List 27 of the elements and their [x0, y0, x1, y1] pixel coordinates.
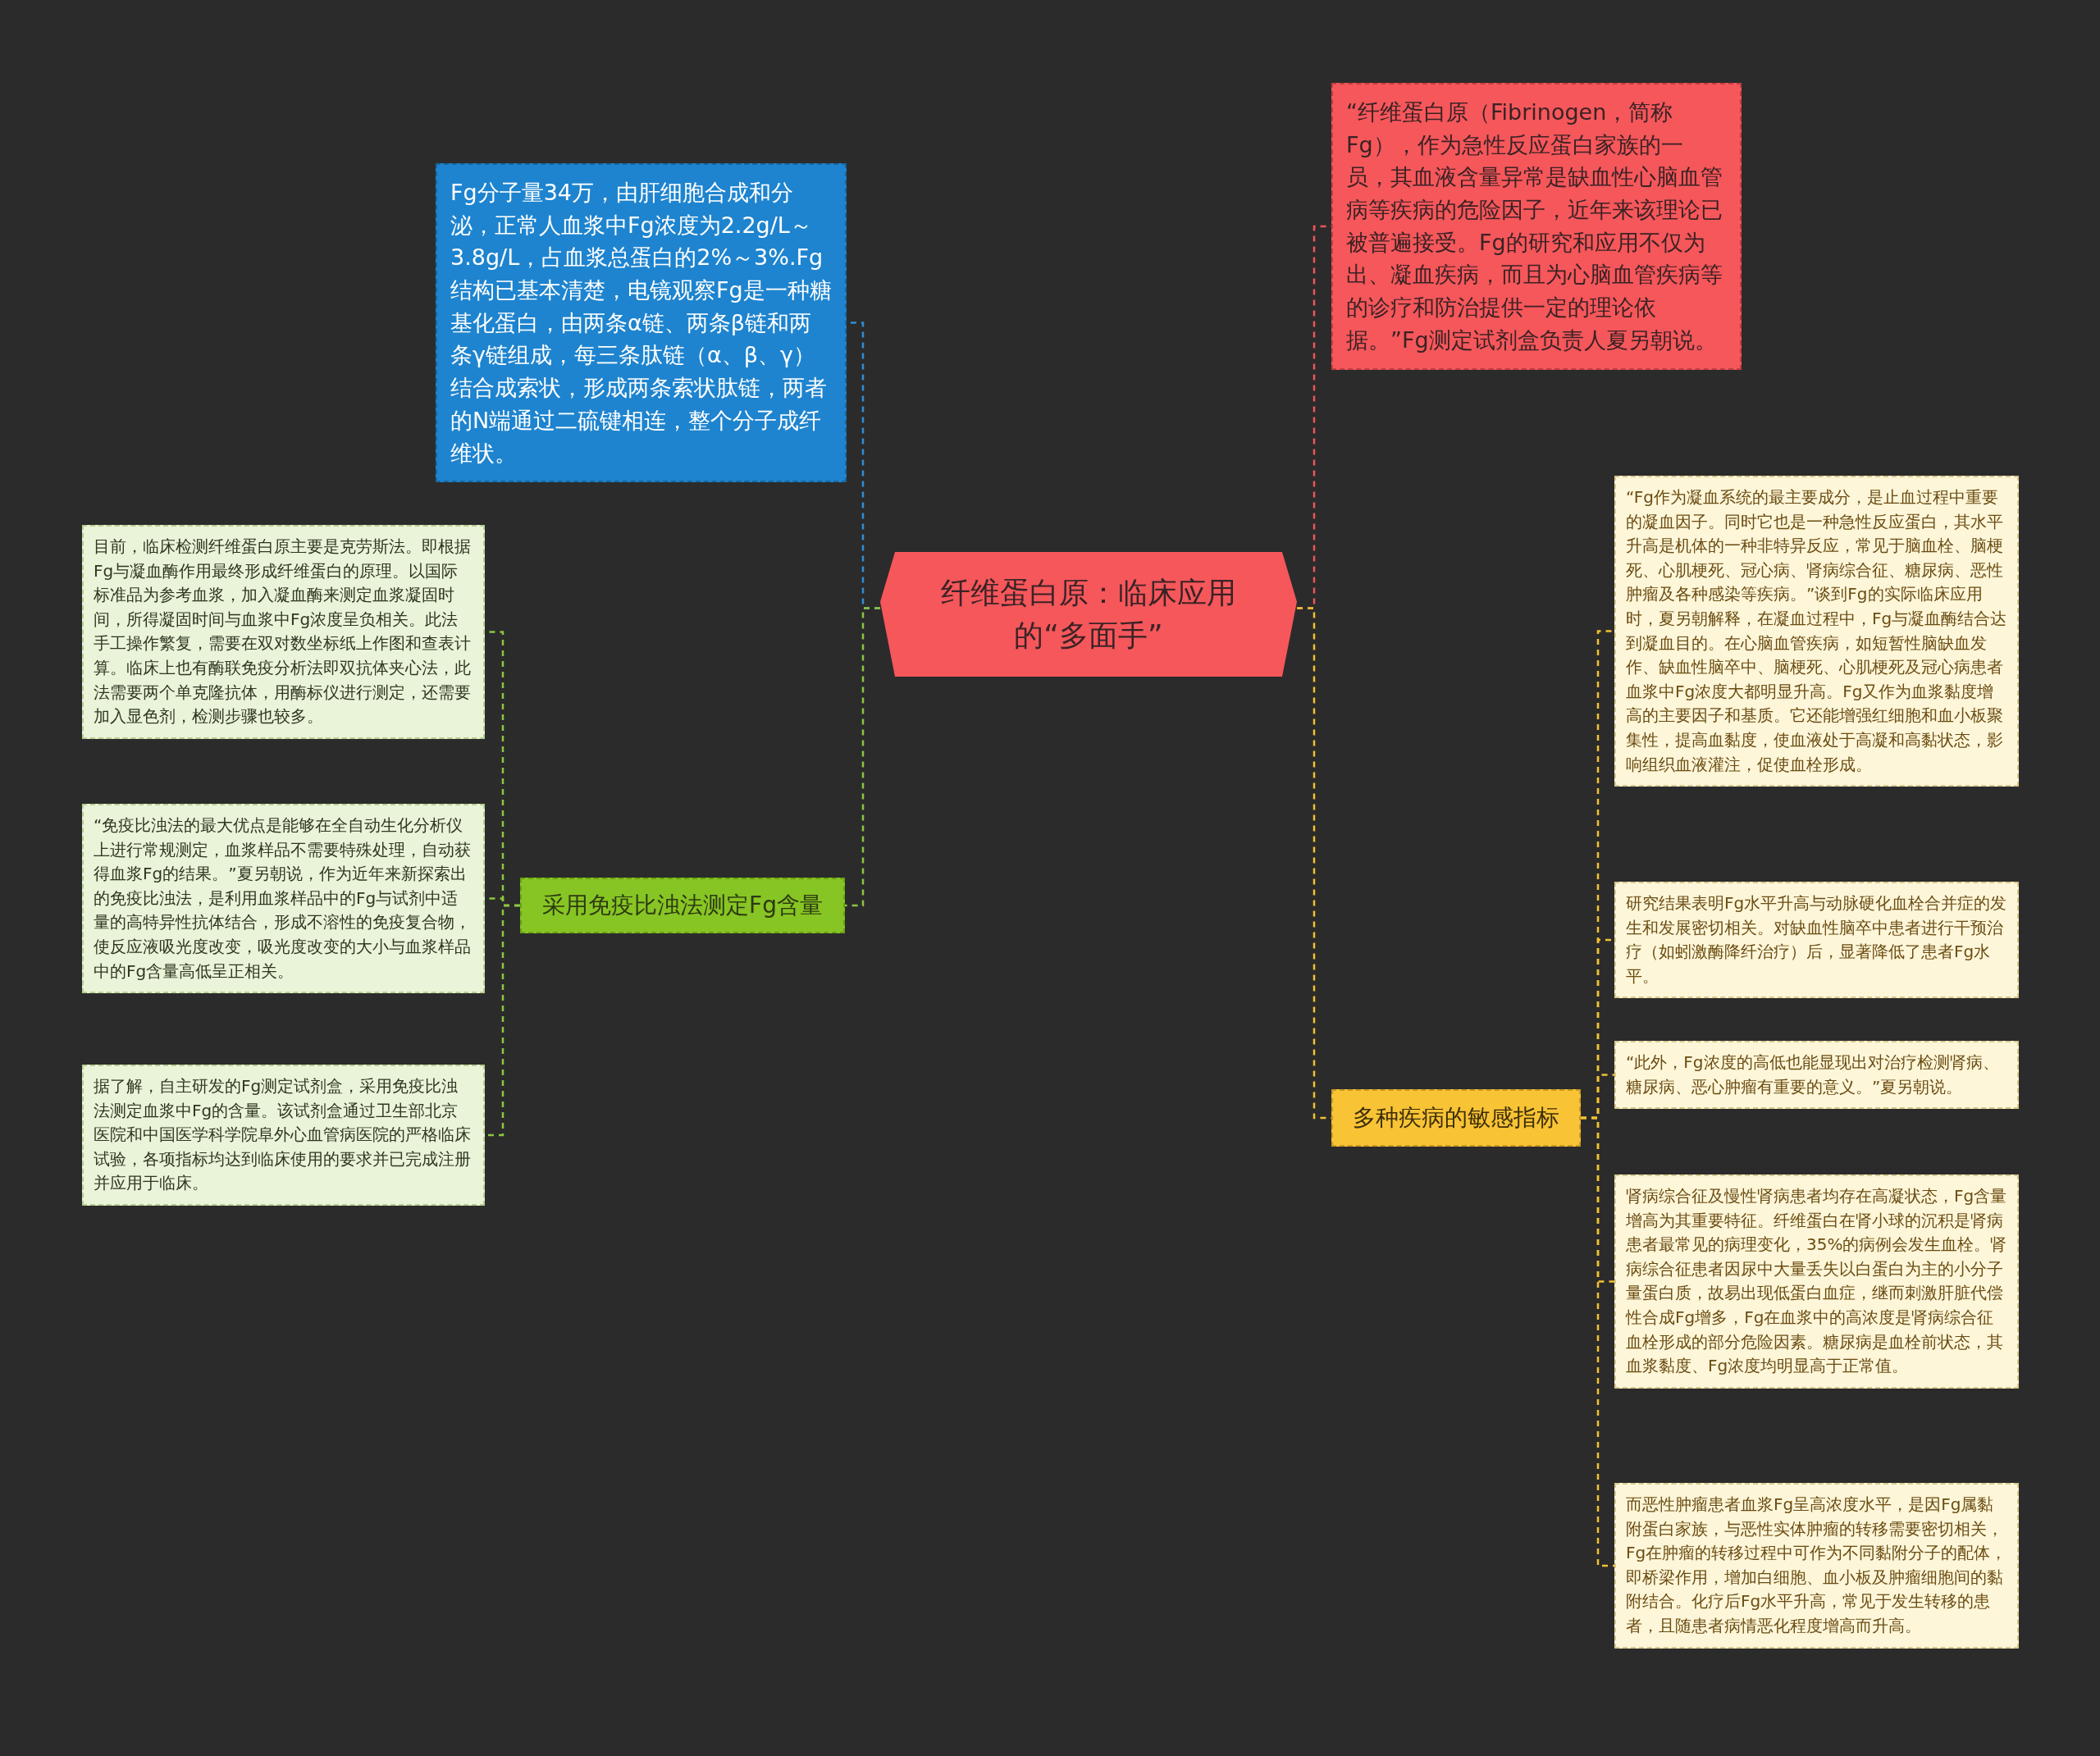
note-text: “纤维蛋白原（Fibrinogen，简称Fg），作为急性反应蛋白家族的一员，其血液含量异常是缺血性心脑血管病等疾病的危险因子，近年来该理论已被普遍接受。Fg的研究和应用不仅为出、凝血疾病，而且为心脑血管疾病等的诊疗和防治提供一定的理论依据。”Fg测定试剂盒负责人夏另朝说。 — [1346, 98, 1723, 354]
central-topic-title: 纤维蛋白原：临床应用的“多面手” — [940, 574, 1237, 654]
connector-line — [1581, 1116, 1614, 1567]
detail-card — [82, 525, 485, 739]
detail-card — [1614, 1041, 2019, 1110]
detail-text: “此外，Fg浓度的高低也能显现出对治疗检测肾病、糖尿病、恶心肿瘤有重要的意义。”夏另朝说。 — [1626, 1051, 2000, 1098]
detail-card — [1614, 1483, 2019, 1649]
detail-card — [1614, 1174, 2019, 1389]
detail-text: 目前，临床检测纤维蛋白原主要是克劳斯法。即根据Fg与凝血酶作用最终形成纤维蛋白的原理。以国际标准品为参考血浆，加入凝血酶来测定血浆凝固时间，所得凝固时间与血浆中Fg浓度呈负相关。此法手工操作繁复，需要在双对数坐标纸上作图和查表计算。临床上也有酶联免疫分析法即双抗体夹心法，此法需要两个单克隆抗体，用酶标仪进行测定，还需要加入显色剂，检测步骤也较多。 — [94, 536, 472, 728]
branch-topic — [1331, 1089, 1581, 1147]
detail-text: 据了解，自主研发的Fg测定试剂盒，采用免疫比浊法测定血浆中Fg的含量。该试剂盒通过卫生部北京医院和中国医学科学院阜外心血管病医院的严格临床试验，各项指标均达到临床使用的要求并已完成注册并应用于临床。 — [94, 1075, 472, 1195]
branch-title: 多种疾病的敏感指标 — [1352, 1103, 1560, 1133]
detail-text: 肾病综合征及慢性肾病患者均存在高凝状态，Fg含量增高为其重要特征。纤维蛋白在肾小球的沉积是肾病患者最常见的病理变化，35%的病例会发生血栓。肾病综合征患者因尿中大量丢失以白蛋白为主的小分子量蛋白质，故易出现低蛋白血症，继而刺激肝脏代偿性合成Fg增多，Fg在血浆中的高浓度是肾病综合征血栓形成的部分危险因素。糖尿病是血栓前状态，其血浆黏度、Fg浓度均明显高于正常值。 — [1626, 1185, 2007, 1378]
detail-text: “Fg作为凝血系统的最主要成分，是止血过程中重要的凝血因子。同时它也是一种急性反应蛋白，其水平升高是机体的一种非特异反应，常见于脑血栓、脑梗死、心肌梗死、冠心病、肾病综合征、糖尿病、恶性肿瘤及各种感染等疾病。”谈到Fg的实际临床应用时，夏另朝解释，在凝血过程中，Fg与凝血酶结合达到凝血目的。在心脑血管疾病，如短暂性脑缺血发作、缺血性脑卒中、脑梗死、心肌梗死及冠心病患者血浆中Fg浓度大都明显升高。Fg又作为血浆黏度增高的主要因子和基质。它还能增强红细胞和血小板聚集性，提高血黏度，使血液处于高凝和高黏状态，影响组织血液灌注，促使血栓形成。 — [1626, 486, 2007, 776]
connector-line — [845, 607, 880, 907]
detail-text: 研究结果表明Fg水平升高与动脉硬化血栓合并症的发生和发展密切相关。对缺血性脑卒中患者进行干预治疗（如蚓激酶降纤治疗）后，显著降低了患者Fg水平。 — [1626, 892, 2007, 987]
detail-text: “免疫比浊法的最大优点是能够在全自动生化分析仪上进行常规测定，血浆样品不需要特殊处理，自动获得血浆Fg的结果。”夏另朝说，作为近年来新探索出的免疫比浊法，是利用血浆样品中的Fg与试剂中适量的高特异性抗体结合，形成不溶性的免疫复合物，使反应液吸光度改变，吸光度改变的大小与血浆样品中的Fg含量高低呈正相关。 — [94, 814, 472, 983]
note-card — [1331, 83, 1742, 370]
branch-title: 采用免疫比浊法测定Fg含量 — [541, 891, 824, 921]
detail-card — [1614, 882, 2019, 999]
detail-text: 而恶性肿瘤患者血浆Fg呈高浓度水平，是因Fg属黏附蛋白家族，与恶性实体肿瘤的转移需要密切相关，Fg在肿瘤的转移过程中可作为不同黏附分子的配体，即桥梁作用，增加白细胞、血小板及肿瘤细胞间的黏附结合。化疗后Fg水平升高，常见于发生转移的患者，且随患者病情恶化程度增高而升高。 — [1626, 1494, 2007, 1637]
branch-topic — [520, 878, 845, 933]
central-topic-hexagon — [880, 552, 1297, 677]
detail-card — [82, 1065, 485, 1206]
note-text: Fg分子量34万，由肝细胞合成和分泌，正常人血浆中Fg浓度为2.2g/L～3.8g/L，占血浆总蛋白的2%～3%.Fg结构已基本清楚，电镜观察Fg是一种糖基化蛋白，由两条α链、两条β链和两条γ链组成，每三条肽链（α、β、γ）结合成索状，形成两条索状肽链，两者的N端通过二硫键相连，整个分子成纤维状。 — [450, 179, 832, 468]
note-card — [436, 163, 847, 483]
detail-card — [82, 804, 485, 994]
